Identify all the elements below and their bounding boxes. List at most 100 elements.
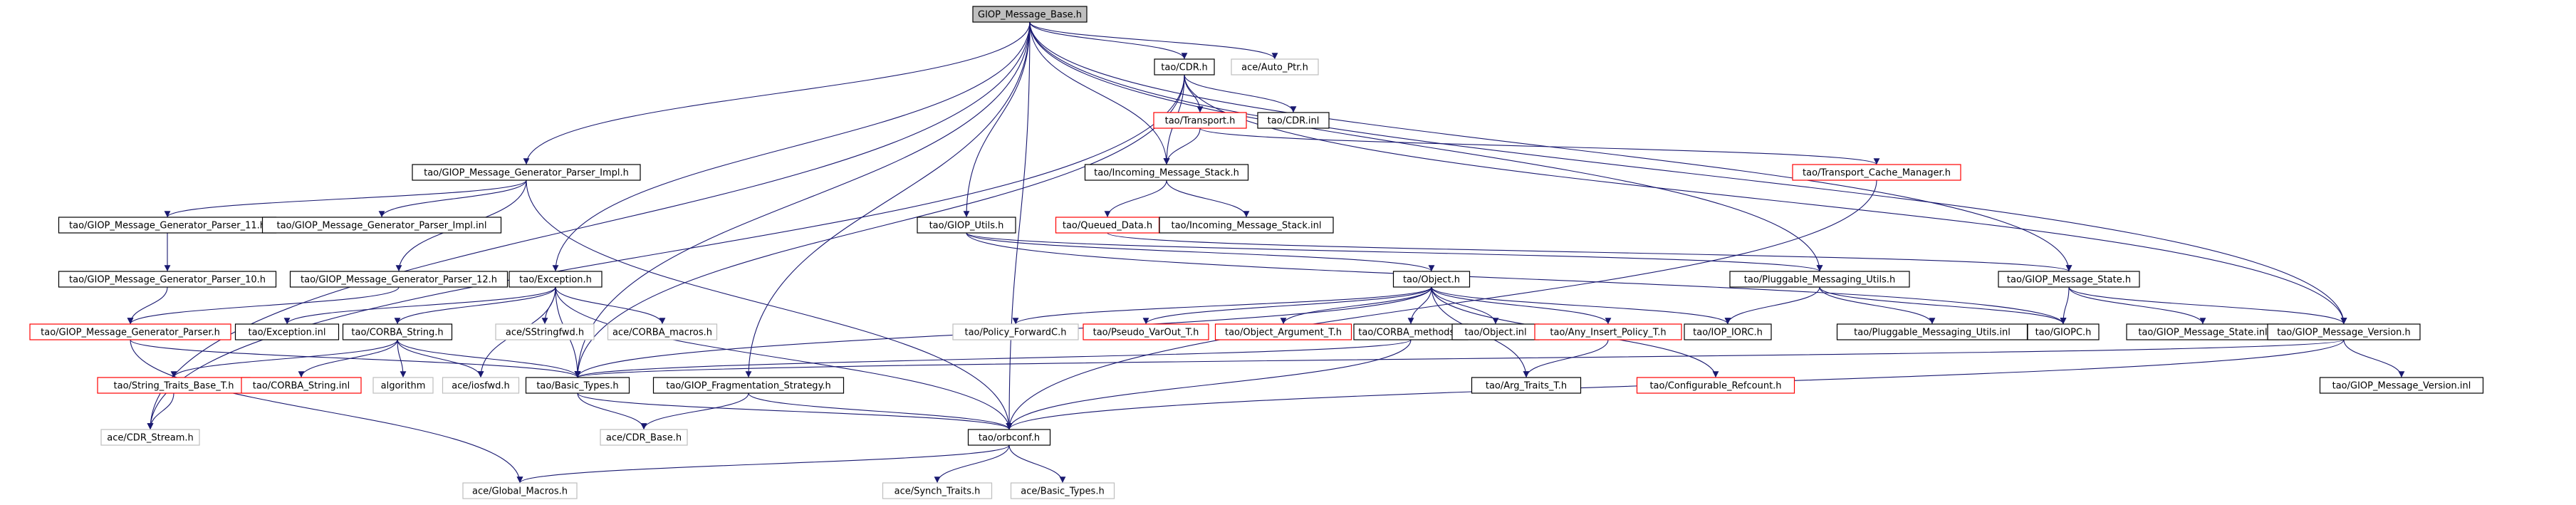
node-box xyxy=(2319,377,2484,394)
node-sstream[interactable]: ace/SStringfwd.h xyxy=(495,323,595,340)
node-pmu[interactable]: tao/Pluggable_Messaging_Utils.h xyxy=(1729,271,1910,288)
node-oat[interactable]: tao/Object_Argument_T.h xyxy=(1214,323,1352,340)
node-abt[interactable]: ace/Basic_Types.h xyxy=(1010,482,1115,499)
edge-tcm-to-orbconf xyxy=(1006,179,1877,430)
node-objinl[interactable]: tao/Object.inl xyxy=(1451,323,1540,340)
node-cstr[interactable]: tao/CORBA_String.h xyxy=(342,323,453,340)
node-aip[interactable]: tao/Any_Insert_Policy_T.h xyxy=(1534,323,1682,340)
node-cref[interactable]: tao/Configurable_Refcount.h xyxy=(1636,377,1795,394)
edge-gmgp12-to-gmgp xyxy=(127,286,400,325)
edge-cstr-to-cstrinl xyxy=(298,339,398,378)
edge-line xyxy=(640,392,749,430)
node-iosfwd[interactable]: ace/iosfwd.h xyxy=(442,377,520,394)
node-box xyxy=(1998,271,2140,288)
edge-line xyxy=(966,232,2067,325)
node-gms[interactable]: tao/GIOP_Message_State.h xyxy=(1998,271,2140,288)
node-att[interactable]: tao/Arg_Traits_T.h xyxy=(1471,377,1582,394)
node-cdr[interactable]: tao/CDR.h xyxy=(1154,58,1215,76)
edge-giopu-to-giopc xyxy=(966,232,2067,325)
node-gmsinl[interactable]: tao/GIOP_Message_State.inl xyxy=(2126,323,2280,340)
node-stb[interactable]: tao/String_Traits_Base_T.h xyxy=(97,377,251,394)
edge-gmgp10-to-gmgp xyxy=(127,286,168,325)
node-box xyxy=(495,323,595,340)
edge-line xyxy=(1142,286,1432,325)
edge-giopu-to-pmu xyxy=(966,232,1823,272)
node-box xyxy=(234,323,340,340)
node-label: tao/Incoming_Message_Stack.inl xyxy=(1172,221,1322,231)
node-label: GIOP_Message_Base.h xyxy=(978,10,1082,21)
node-gfs[interactable]: tao/GIOP_Fragmentation_Strategy.h xyxy=(652,377,845,394)
node-box xyxy=(972,6,1088,23)
node-giopc[interactable]: tao/GIOPC.h xyxy=(2027,323,2100,340)
edge-exc-to-cmacros xyxy=(555,286,666,325)
node-imsinl[interactable]: tao/Incoming_Message_Stack.inl xyxy=(1159,217,1334,234)
node-cmacros[interactable]: ace/CORBA_macros.h xyxy=(607,323,718,340)
edge-line xyxy=(575,339,2345,378)
node-gmacros[interactable]: ace/Global_Macros.h xyxy=(462,482,578,499)
node-box xyxy=(967,429,1051,446)
node-cmeth[interactable]: tao/CORBA_methods.h xyxy=(1353,323,1469,340)
node-root[interactable]: GIOP_Message_Base.h xyxy=(972,6,1088,23)
node-label: ace/CORBA_macros.h xyxy=(612,328,712,338)
node-btypes[interactable]: tao/Basic_Types.h xyxy=(525,377,630,394)
node-gmgpi[interactable]: tao/GIOP_Message_Generator_Parser_Impl.h xyxy=(412,164,641,181)
node-algo[interactable]: algorithm xyxy=(372,377,434,394)
node-box xyxy=(1153,112,1247,129)
node-tcm[interactable]: tao/Transport_Cache_Manager.h xyxy=(1792,164,1961,181)
edge-cstr-to-algo xyxy=(397,339,407,378)
node-cdrinl[interactable]: tao/CDR.inl xyxy=(1257,112,1330,129)
node-autoptr[interactable]: ace/Auto_Ptr.h xyxy=(1231,58,1319,76)
node-synch[interactable]: ace/Synch_Traits.h xyxy=(882,482,993,499)
node-orbconf[interactable]: tao/orbconf.h xyxy=(967,429,1051,446)
edge-root-to-autoptr xyxy=(1029,21,1278,60)
node-pvo[interactable]: tao/Pseudo_VarOut_T.h xyxy=(1083,323,1209,340)
node-gmgpiinl[interactable]: tao/GIOP_Message_Generator_Parser_Impl.i… xyxy=(261,217,502,234)
node-label: tao/Pluggable_Messaging_Utils.inl xyxy=(1854,328,2011,338)
node-box xyxy=(1010,482,1115,499)
edge-line xyxy=(963,21,1031,218)
node-gmgp11[interactable]: tao/GIOP_Message_Generator_Parser_11.h xyxy=(58,217,277,234)
edge-pmu-to-giopc xyxy=(1819,286,2067,325)
edge-line xyxy=(2343,339,2405,378)
node-qd[interactable]: tao/Queued_Data.h xyxy=(1055,217,1160,234)
edge-line xyxy=(1523,339,1609,378)
edge-line xyxy=(1012,286,1432,325)
edge-gmgpi-to-orbconf xyxy=(526,179,1013,430)
node-cdrstream[interactable]: ace/CDR_Stream.h xyxy=(100,429,200,446)
node-box xyxy=(1231,58,1319,76)
edge-line xyxy=(1107,232,2072,272)
node-ims[interactable]: tao/Incoming_Message_Stack.h xyxy=(1084,164,1249,181)
node-giopu[interactable]: tao/GIOP_Utils.h xyxy=(917,217,1016,234)
node-label: ace/iosfwd.h xyxy=(452,381,509,392)
node-cstrinl[interactable]: tao/CORBA_String.inl xyxy=(241,377,362,394)
node-cdrbase[interactable]: ace/CDR_Base.h xyxy=(600,429,688,446)
edge-cstr-to-btypes xyxy=(397,339,581,378)
node-box xyxy=(1257,112,1330,129)
node-iop[interactable]: tao/IOP_IORC.h xyxy=(1684,323,1772,340)
node-gmv[interactable]: tao/GIOP_Message_Version.h xyxy=(2267,323,2421,340)
node-pfc[interactable]: tao/Policy_ForwardC.h xyxy=(952,323,1079,340)
edge-line xyxy=(283,286,556,325)
node-transport[interactable]: tao/Transport.h xyxy=(1153,112,1247,129)
node-exc[interactable]: tao/Exception.h xyxy=(509,271,603,288)
edge-line xyxy=(130,339,523,484)
edge-line xyxy=(1819,286,1936,325)
node-box xyxy=(1214,323,1352,340)
node-pmuinl[interactable]: tao/Pluggable_Messaging_Utils.inl xyxy=(1836,323,2028,340)
node-box xyxy=(58,271,277,288)
edge-line xyxy=(378,179,527,218)
node-gmgp12[interactable]: tao/GIOP_Message_Generator_Parser_12.h xyxy=(289,271,509,288)
node-gmgp10[interactable]: tao/GIOP_Message_Generator_Parser_10.h xyxy=(58,271,277,288)
node-excinl[interactable]: tao/Exception.inl xyxy=(234,323,340,340)
node-obj[interactable]: tao/Object.h xyxy=(1392,271,1471,288)
edge-exc-to-orbconf xyxy=(555,286,1013,430)
edge-line xyxy=(1724,286,1820,325)
edge-line xyxy=(552,21,1031,272)
edge-root-to-gmgpi xyxy=(523,21,1031,165)
node-label: ace/Basic_Types.h xyxy=(1021,486,1104,497)
edge-pmu-to-iop xyxy=(1724,286,1820,325)
edge-btypes-to-cdrbase xyxy=(577,392,647,430)
node-gmgp[interactable]: tao/GIOP_Message_Generator_Parser.h xyxy=(29,323,231,340)
edge-line xyxy=(934,444,1010,484)
node-gmvinl[interactable]: tao/GIOP_Message_Version.inl xyxy=(2319,377,2484,394)
